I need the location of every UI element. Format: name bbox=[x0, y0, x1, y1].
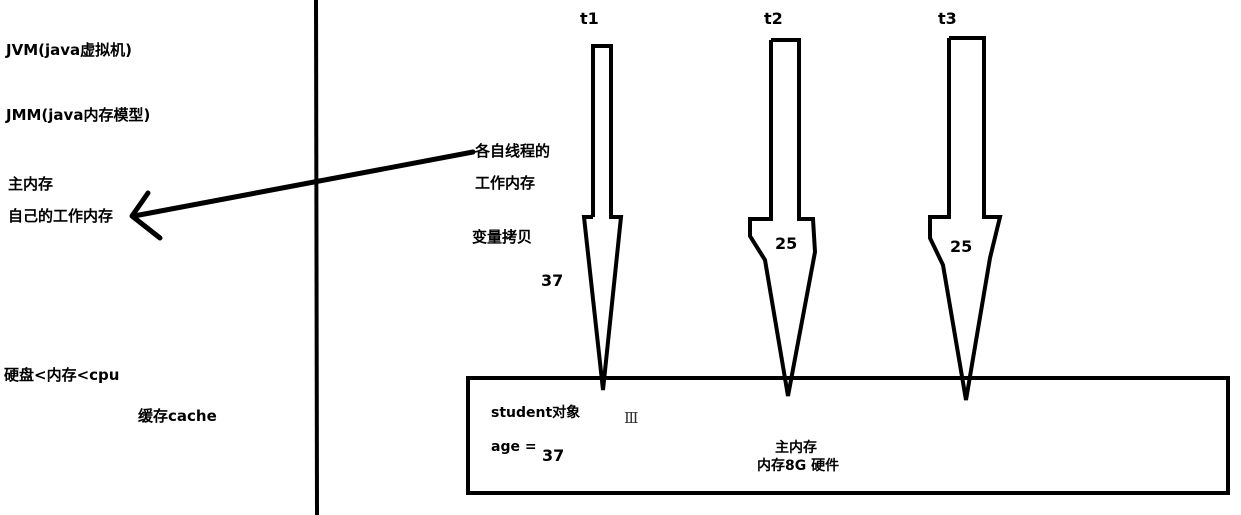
age-field-label: age = bbox=[491, 439, 537, 455]
cache-note: 缓存cache bbox=[138, 407, 217, 425]
pointer-arrow bbox=[129, 149, 476, 241]
annotation-line2: 工作内存 bbox=[475, 174, 536, 192]
annotation-line1: 各自线程的 bbox=[475, 142, 551, 160]
annotation-line3: 变量拷贝 bbox=[472, 228, 533, 246]
main-memory-box bbox=[466, 376, 1230, 495]
main-memory-subtitle: 内存8G 硬件 bbox=[757, 458, 840, 474]
thread-label-t2: t2 bbox=[764, 9, 783, 28]
annotation-value: 37 bbox=[541, 271, 564, 290]
student-object-label: student对象 bbox=[491, 405, 581, 421]
thread-arrow-t3 bbox=[928, 36, 1003, 401]
age-field-value: 37 bbox=[542, 446, 565, 465]
thread-t3-copy-value: 25 bbox=[950, 237, 973, 256]
thread-t2-copy-value: 25 bbox=[775, 234, 798, 253]
thread-arrow-t1 bbox=[581, 44, 624, 391]
jmm-label: JMM(java内存模型) bbox=[6, 106, 151, 124]
thread-arrow-t2 bbox=[748, 38, 818, 397]
jvm-label: JVM(java虚拟机) bbox=[6, 41, 132, 59]
own-working-memory-note: 自己的工作内存 bbox=[8, 207, 114, 225]
main-memory-note: 主内存 bbox=[8, 175, 54, 193]
thread-label-t1: t1 bbox=[580, 9, 599, 28]
main-memory-title: 主内存 bbox=[775, 440, 817, 456]
text-cursor-icon: Ⅲ bbox=[624, 409, 639, 427]
vertical-divider bbox=[314, 0, 319, 515]
thread-label-t3: t3 bbox=[938, 9, 957, 28]
speed-order-note: 硬盘<内存<cpu bbox=[4, 366, 120, 384]
